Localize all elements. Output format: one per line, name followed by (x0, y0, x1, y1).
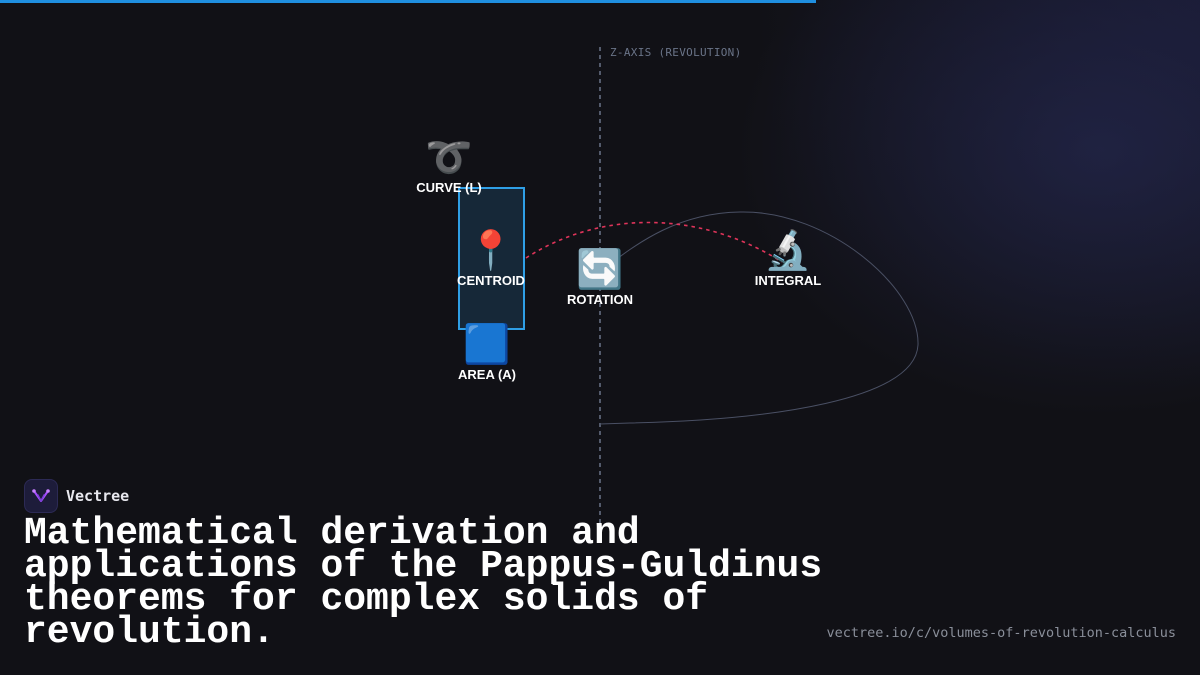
page-title: Mathematical derivation and applications… (24, 512, 823, 654)
brand-name: Vectree (66, 487, 130, 505)
node-curve: ➰ CURVE (L) (416, 136, 481, 195)
node-curve-label: CURVE (L) (416, 180, 482, 195)
node-integral-label: INTEGRAL (754, 273, 822, 288)
node-rotation: 🔄 ROTATION (567, 248, 633, 307)
progress-bar (0, 0, 816, 3)
microscope-icon: 🔬 (764, 230, 812, 272)
node-centroid-label: CENTROID (457, 273, 525, 288)
solid-outline-curve (599, 211, 919, 425)
axis-label: Z-AXIS (REVOLUTION) (610, 46, 742, 59)
node-rotation-label: ROTATION (567, 292, 633, 307)
pin-icon: 📍 (467, 230, 515, 272)
rotation-path (525, 221, 783, 263)
node-area: 🟦 AREA (A) (458, 323, 516, 382)
brand[interactable]: Vectree (24, 479, 129, 513)
blue-square-icon: 🟦 (463, 324, 511, 366)
curly-loop-icon: ➰ (425, 137, 473, 179)
course-url[interactable]: vectree.io/c/volumes-of-revolution-calcu… (826, 625, 1177, 641)
rotation-arrows-icon: 🔄 (576, 249, 624, 291)
node-centroid: 📍 CENTROID (457, 229, 525, 288)
area-region (458, 187, 525, 330)
node-area-label: AREA (A) (457, 367, 517, 382)
vectree-tree-icon (24, 479, 58, 513)
node-integral: 🔬 INTEGRAL (755, 229, 821, 288)
